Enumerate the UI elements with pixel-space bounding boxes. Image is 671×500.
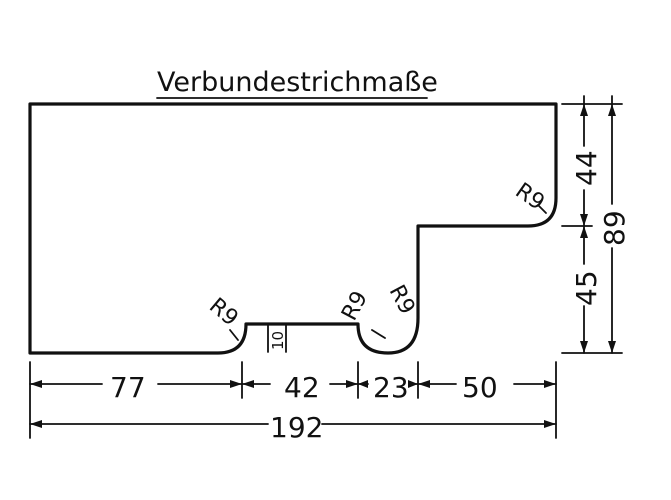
right-inner-dimension-line [580,95,588,354]
radius-leader-left-groove [229,329,239,341]
dimension-23: 23 [373,371,409,404]
dimension-192: 192 [270,411,323,444]
bottom-extension-lines [29,361,557,439]
radius-label-right-groove-right: R9 [384,281,420,319]
right-total-dimension-line [608,95,616,354]
dimension-89: 89 [598,210,631,246]
groove-detail: 10 [267,323,287,353]
radius-label-right-groove-left: R9 [337,287,373,325]
diagram-title: Verbundestrichmaße [157,67,438,98]
total-width-dimension-line [29,420,557,428]
dimension-44: 44 [570,150,603,186]
groove-label: 10 [269,331,287,350]
screed-profile-outline [28,102,558,355]
radius-label-left-groove: R9 [204,293,243,331]
radius-leader-top-right [537,204,547,214]
dimension-45: 45 [570,270,603,306]
bottom-dimension-row [29,380,557,388]
dimension-77: 77 [110,371,146,404]
dimension-42: 42 [284,371,320,404]
radius-leader-right-groove [371,329,386,339]
dimension-50: 50 [462,371,498,404]
